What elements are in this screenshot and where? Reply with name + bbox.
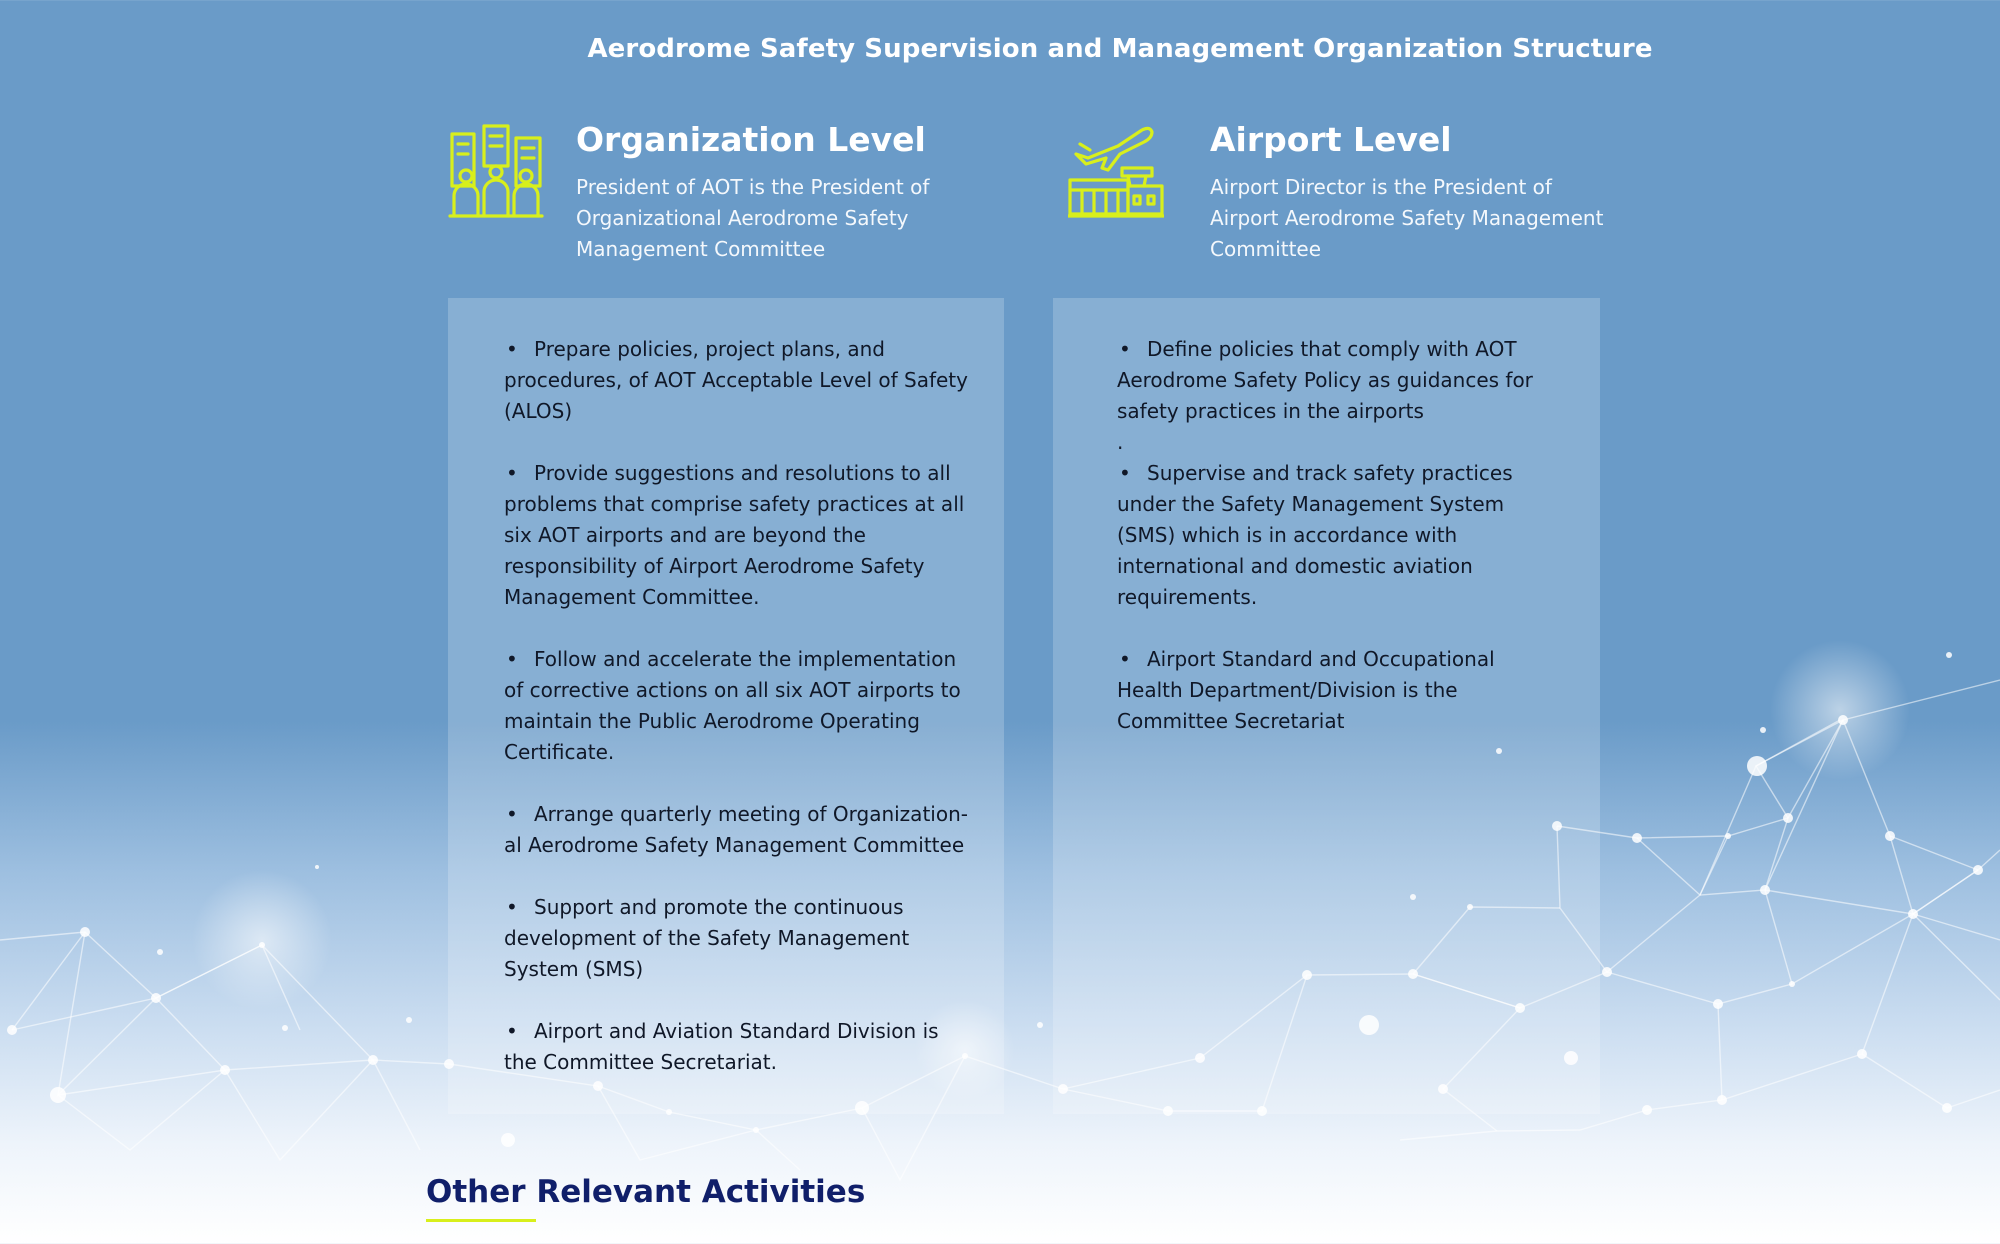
page-title: Aerodrome Safety Supervision and Managem… [587, 34, 1653, 64]
city-team-icon [448, 124, 544, 218]
stray-dot: . [1117, 430, 1124, 454]
bullet: • [1119, 461, 1131, 485]
bullet: • [506, 1019, 518, 1043]
list-item: •Supervise and track safety practices un… [1117, 458, 1547, 613]
list-item: •Provide suggestions and resolutions to … [504, 458, 974, 613]
bullet: • [506, 337, 518, 361]
airport-level-heading: Airport Level [1210, 120, 1452, 159]
bullet: • [506, 461, 518, 485]
bullet: • [1119, 337, 1131, 361]
list-item: •Support and promote the continuous deve… [504, 892, 974, 985]
bullet: • [506, 895, 518, 919]
heading-underline [426, 1219, 536, 1222]
organization-level-heading: Organization Level [576, 120, 926, 159]
list-item: •Airport Standard and Occupational Healt… [1117, 644, 1547, 737]
organization-duties-panel: •Prepare policies, project plans, and pr… [448, 298, 1004, 1114]
other-activities-heading: Other Relevant Activities [426, 1174, 866, 1210]
list-item: •Follow and accelerate the implementatio… [504, 644, 974, 768]
list-item: •Define policies that comply with AOT Ae… [1117, 334, 1547, 427]
airport-level-description: Airport Director is the President of Air… [1210, 175, 1604, 261]
organization-level-description: President of AOT is the President of Org… [576, 175, 930, 261]
bullet: • [506, 802, 518, 826]
airport-duties-panel: •Define policies that comply with AOT Ae… [1053, 298, 1600, 1114]
list-item: •Arrange quarterly meeting of Organizati… [504, 799, 974, 861]
airport-plane-icon [1068, 126, 1164, 218]
list-item: •Airport and Aviation Standard Division … [504, 1016, 974, 1078]
organization-duties-list: •Prepare policies, project plans, and pr… [504, 334, 974, 1109]
bullet: • [1119, 647, 1131, 671]
airport-duties-list: •Define policies that comply with AOT Ae… [1117, 334, 1547, 768]
list-item: •Prepare policies, project plans, and pr… [504, 334, 974, 427]
bullet: • [506, 647, 518, 671]
